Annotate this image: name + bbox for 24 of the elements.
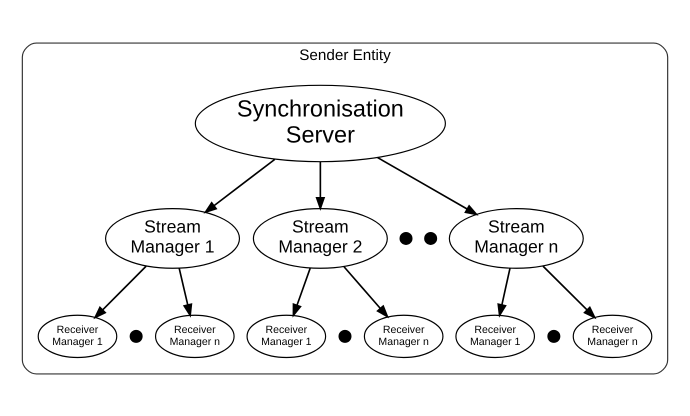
node-ellipse: Receiver Manager n xyxy=(364,314,444,358)
arrow xyxy=(377,156,479,216)
node-ellipse: Stream Manager 1 xyxy=(105,208,240,268)
node-ellipse: Stream Manager n xyxy=(448,208,584,268)
node-ellipse: Synchronisation Server xyxy=(194,84,446,162)
node-ellipse: Receiver Manager n xyxy=(154,314,235,358)
node-dot xyxy=(424,231,438,244)
arrow xyxy=(292,268,311,318)
node-dot xyxy=(338,329,352,342)
arrow xyxy=(542,265,596,319)
arrow xyxy=(343,266,389,318)
node-dot xyxy=(400,231,413,244)
arrow xyxy=(178,268,192,318)
node-ellipse: Receiver Manager 1 xyxy=(246,314,326,358)
arrow xyxy=(497,268,511,318)
node-ellipse: Receiver Manager 1 xyxy=(38,314,118,358)
node-ellipse: Receiver Manager 1 xyxy=(455,314,536,358)
node-dot xyxy=(130,329,143,342)
node-ellipse: Stream Manager 2 xyxy=(252,208,388,268)
arrow xyxy=(204,158,276,214)
arrow xyxy=(316,161,326,210)
node-dot xyxy=(547,329,560,342)
node-ellipse: Receiver Manager n xyxy=(572,314,652,358)
arrow xyxy=(93,265,147,319)
